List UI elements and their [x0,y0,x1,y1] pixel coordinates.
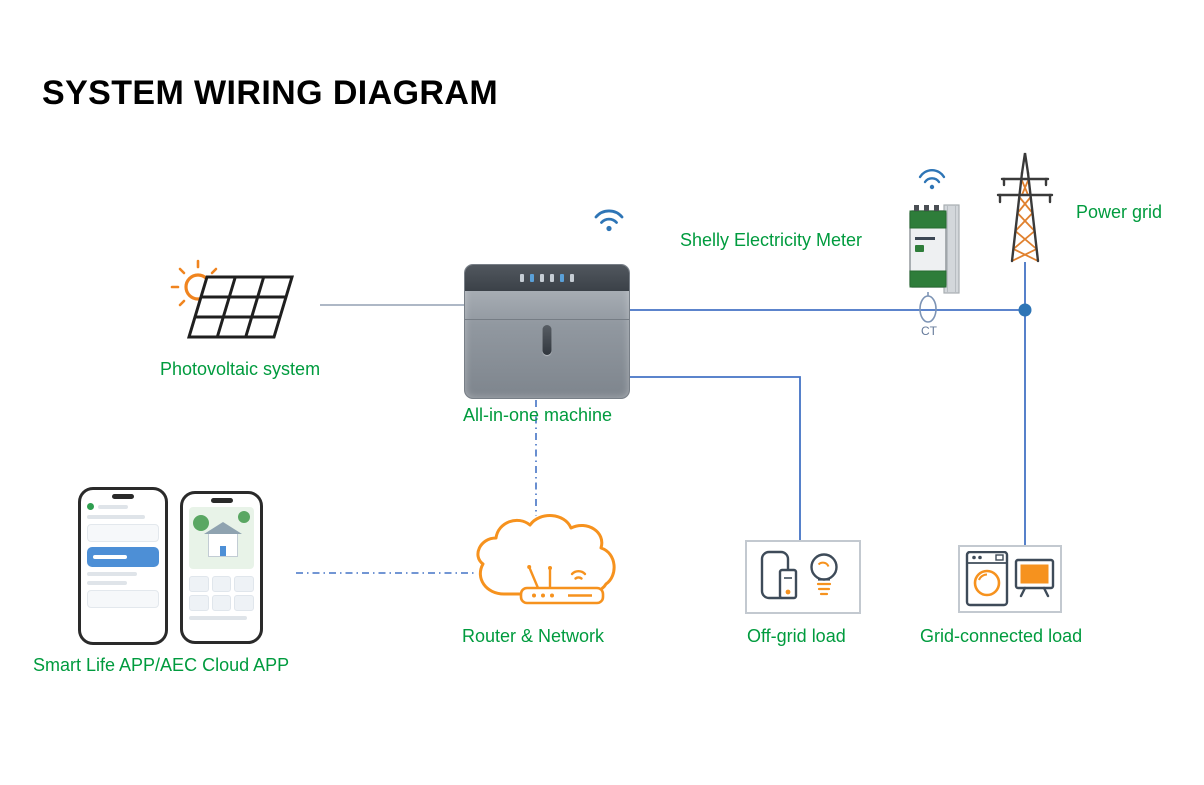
shelly-meter-icon [909,169,960,294]
label-apps: Smart Life APP/AEC Cloud APP [33,655,290,675]
connector-inverter-to-offgrid [628,376,801,540]
off-grid-load-box [745,540,861,614]
smartphone-aec-cloud-app [180,491,263,644]
house-icon [204,522,242,557]
solar-panel-grid-icon [186,275,295,339]
router-icon [519,565,605,605]
off-grid-appliance-icons [760,550,838,600]
app-card [87,524,159,542]
power-grid-tower-icon [996,152,1054,263]
smart-life-app-screen [81,490,165,642]
label-shelly-electricity-meter: Shelly Electricity Meter [680,230,863,250]
light-bulb-icon [810,553,838,581]
label-router-network: Router & Network [462,626,605,646]
photovoltaic-icon [170,259,295,339]
tree-icon [238,511,250,523]
home-illustration [189,507,254,569]
aec-cloud-app-screen [183,494,260,641]
app-device-card [87,547,159,567]
app-tile-grid [189,576,254,611]
panel-device-icon [778,568,798,600]
grid-appliance-icons [965,551,1055,607]
phone-notch-icon [210,498,233,503]
grid-connected-load-box [958,545,1062,613]
meter-body-icon [909,205,947,288]
app-card [87,590,159,608]
label-off-grid-load: Off-grid load [747,626,846,646]
phone-notch-icon [112,494,134,499]
smartphone-smart-life-app [78,487,168,645]
app-logo-icon [87,503,94,510]
label-photovoltaic-system: Photovoltaic system [160,359,321,379]
page-title: SYSTEM WIRING DIAGRAM [42,74,499,112]
junction-dot [1018,303,1032,317]
label-grid-connected-load: Grid-connected load [920,626,1083,646]
inverter-handle [542,325,552,355]
meter-wifi-icon [918,169,946,184]
inverter-seam [465,319,629,320]
network-cloud-icon [476,514,616,596]
label-power-grid: Power grid [1076,202,1163,222]
inverter-display-panel [465,265,629,291]
label-ct: CT [921,324,937,338]
label-all-in-one-machine: All-in-one machine [463,405,613,425]
all-in-one-machine-device [464,264,630,399]
inverter-wifi-icon [594,209,624,232]
ct-clamp-loop [919,295,937,323]
